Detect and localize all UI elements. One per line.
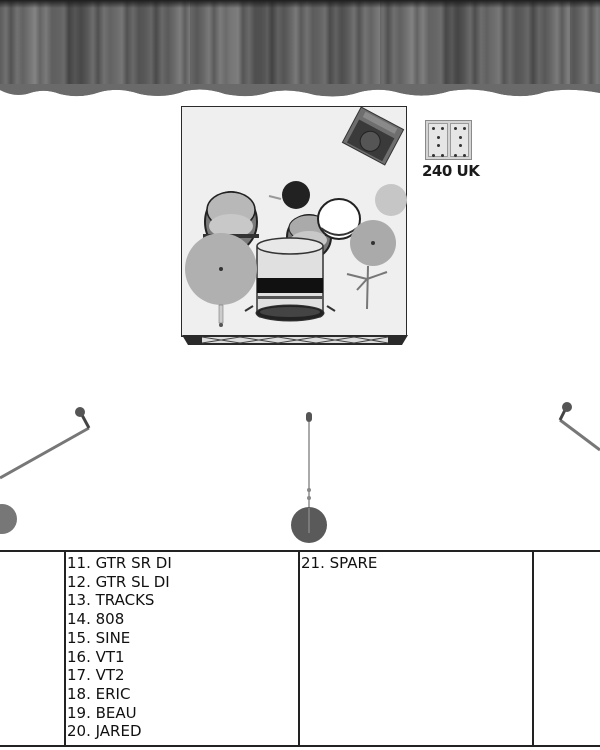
mic-stand-center-icon: [291, 412, 327, 543]
input-channel-15: 15. SINE: [67, 628, 131, 647]
input-list-column-4: [532, 552, 600, 745]
input-channel-21: 21. SPARE: [301, 554, 378, 572]
wedge-monitor-icon: [341, 106, 405, 166]
drum-kit: [185, 106, 407, 327]
input-channel-17: 17. VT2: [67, 666, 125, 685]
input-channel-13: 13. TRACKS: [67, 591, 155, 610]
input-list-column-3: 21. SPARE: [298, 552, 532, 745]
socket-left: [428, 123, 448, 157]
input-channel-20: 20. JARED: [67, 722, 142, 741]
uk-power-outlet-icon: [425, 120, 472, 160]
hi-hat-stand-icon: [346, 265, 388, 310]
kick-drum-icon: [244, 237, 336, 322]
input-channel-16: 16. VT1: [67, 647, 125, 666]
mic-stand-left-icon: [0, 407, 91, 534]
mic-stand-right-icon: [558, 402, 600, 452]
riser-truss: [182, 335, 408, 345]
snare-drum-icon: [317, 198, 361, 240]
input-list-column-2: 11. GTR SR DI 12. GTR SL DI 13. TRACKS 1…: [64, 552, 298, 745]
input-channel-12: 12. GTR SL DI: [67, 572, 170, 591]
splash-cymbal-icon: [375, 184, 407, 216]
input-list-table: 11. GTR SR DI 12. GTR SL DI 13. TRACKS 1…: [0, 550, 600, 747]
drum-throne-icon: [282, 181, 310, 209]
input-channel-19: 19. BEAU: [67, 703, 137, 722]
socket-right: [449, 123, 469, 157]
input-channel-11: 11. GTR SR DI: [67, 554, 172, 572]
stage-curtain: [0, 0, 600, 96]
curtain-hem: [0, 84, 600, 100]
input-channel-14: 14. 808: [67, 610, 125, 629]
crash-cymbal-icon: [185, 233, 257, 327]
ride-cymbal-icon: [350, 220, 396, 266]
power-label: 240 UK: [422, 162, 480, 180]
input-list-column-1: [0, 552, 64, 745]
input-channel-18: 18. ERIC: [67, 684, 131, 703]
